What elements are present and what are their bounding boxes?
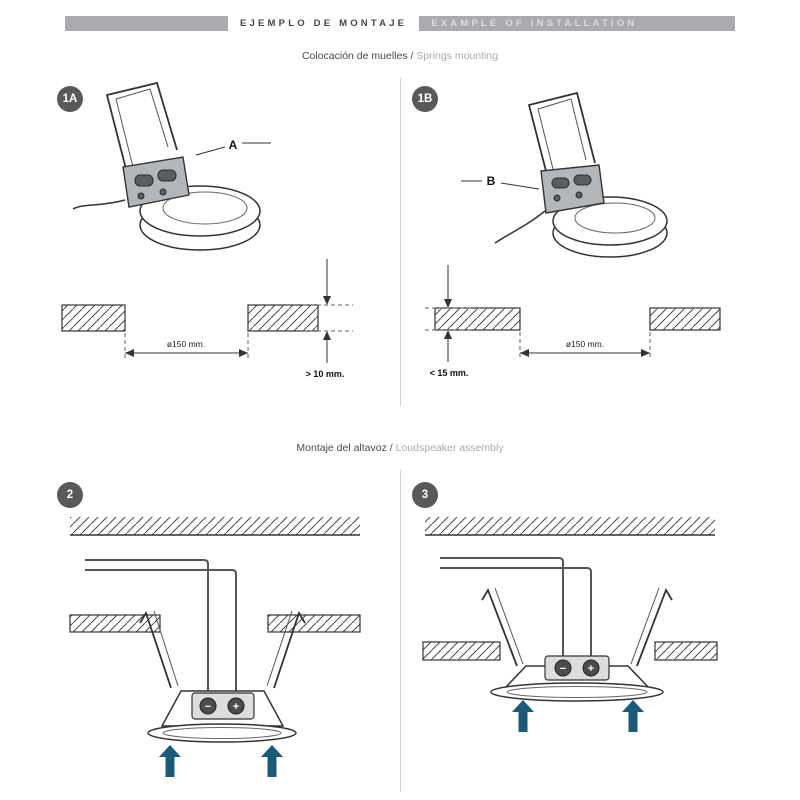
hole-dim-label-1b: ø150 mm. [566, 339, 604, 349]
spring-clamp-1b [540, 164, 605, 214]
up-arrow-icon [261, 745, 283, 777]
push-up-arrows-2 [159, 745, 283, 777]
spring-clamp-1a [122, 156, 190, 208]
header-title-es: EJEMPLO DE MONTAJE [240, 18, 408, 29]
header-band: EJEMPLO DE MONTAJE EXAMPLE OF INSTALLATI… [65, 16, 735, 31]
ceiling-boards-1b [434, 307, 721, 331]
mounting-springs-2 [139, 610, 306, 689]
up-arrow-icon [159, 745, 181, 777]
thickness-dim-label-1a: > 10 mm. [306, 369, 345, 379]
suspended-boards-2 [69, 614, 361, 633]
springs-section-divider [400, 78, 401, 406]
panel-1b-badge: 1B [412, 86, 438, 112]
assembly-subtitle-es: Montaje del altavoz / [296, 442, 393, 454]
speaker-wire-dark-3 [440, 557, 564, 659]
hole-dim-label-1a: ø150 mm. [167, 339, 205, 349]
loudspeaker-3: − + [490, 655, 664, 702]
springs-subtitle-en: Springs mounting [416, 50, 499, 62]
up-arrow-icon [512, 700, 534, 732]
part-label-b: B [487, 174, 496, 188]
panel-1a-diagram: A ø150 mm. > 10 mm. [61, 81, 353, 379]
part-label-b-group: B [461, 174, 540, 190]
thickness-dim-label-1b: < 15 mm. [430, 368, 469, 378]
terminal-minus-3: − [560, 663, 566, 675]
structural-ceiling-3 [425, 517, 715, 536]
assembly-subtitle: Montaje del altavoz / Loudspeaker assemb… [0, 442, 800, 454]
speaker-wire-dark-2 [85, 559, 209, 697]
part-label-a-group: A [195, 138, 271, 156]
assembly-section-divider [400, 470, 401, 792]
spring-wire-1a [105, 81, 178, 174]
header-bar-left [65, 16, 228, 31]
springs-subtitle-es: Colocación de muelles / [301, 50, 414, 62]
panel-2-diagram: − + [69, 517, 361, 777]
terminal-plus-3: + [588, 663, 594, 675]
speaker-cable-1b [494, 210, 546, 244]
panel-3-badge: 3 [412, 482, 438, 508]
suspended-boards-3 [422, 641, 718, 661]
speaker-wire-red-3 [440, 567, 592, 659]
push-up-arrows-3 [512, 700, 644, 732]
thickness-dimension-1a: > 10 mm. [303, 259, 353, 379]
speaker-cable-1a [72, 199, 126, 210]
spring-wire-1b [527, 91, 596, 176]
hole-dimension-1a: ø150 mm. [124, 333, 249, 360]
ceiling-boards-1a [61, 304, 319, 332]
springs-subtitle: Colocación de muelles / Springs mounting [0, 50, 800, 62]
panel-3-diagram: − + [422, 517, 718, 732]
terminal-minus-2: − [205, 701, 211, 713]
loudspeaker-2: − + [147, 690, 297, 743]
header-title-en: EXAMPLE OF INSTALLATION [419, 16, 735, 31]
speaker-wire-red-2 [85, 569, 237, 697]
hole-dimension-1b: ø150 mm. [519, 332, 651, 360]
panel-1a-badge: 1A [57, 86, 83, 112]
mounting-springs-3 [481, 587, 673, 667]
up-arrow-icon [622, 700, 644, 732]
panel-1b-diagram: B < 15 mm. ø150 mm. [425, 91, 721, 378]
panel-2-badge: 2 [57, 482, 83, 508]
speaker-driver-1b [552, 196, 668, 258]
thickness-dimension-1b: < 15 mm. [425, 265, 473, 378]
terminal-plus-2: + [233, 701, 239, 713]
assembly-subtitle-en: Loudspeaker assembly [395, 442, 504, 454]
part-label-a: A [229, 138, 238, 152]
structural-ceiling-2 [70, 517, 360, 536]
